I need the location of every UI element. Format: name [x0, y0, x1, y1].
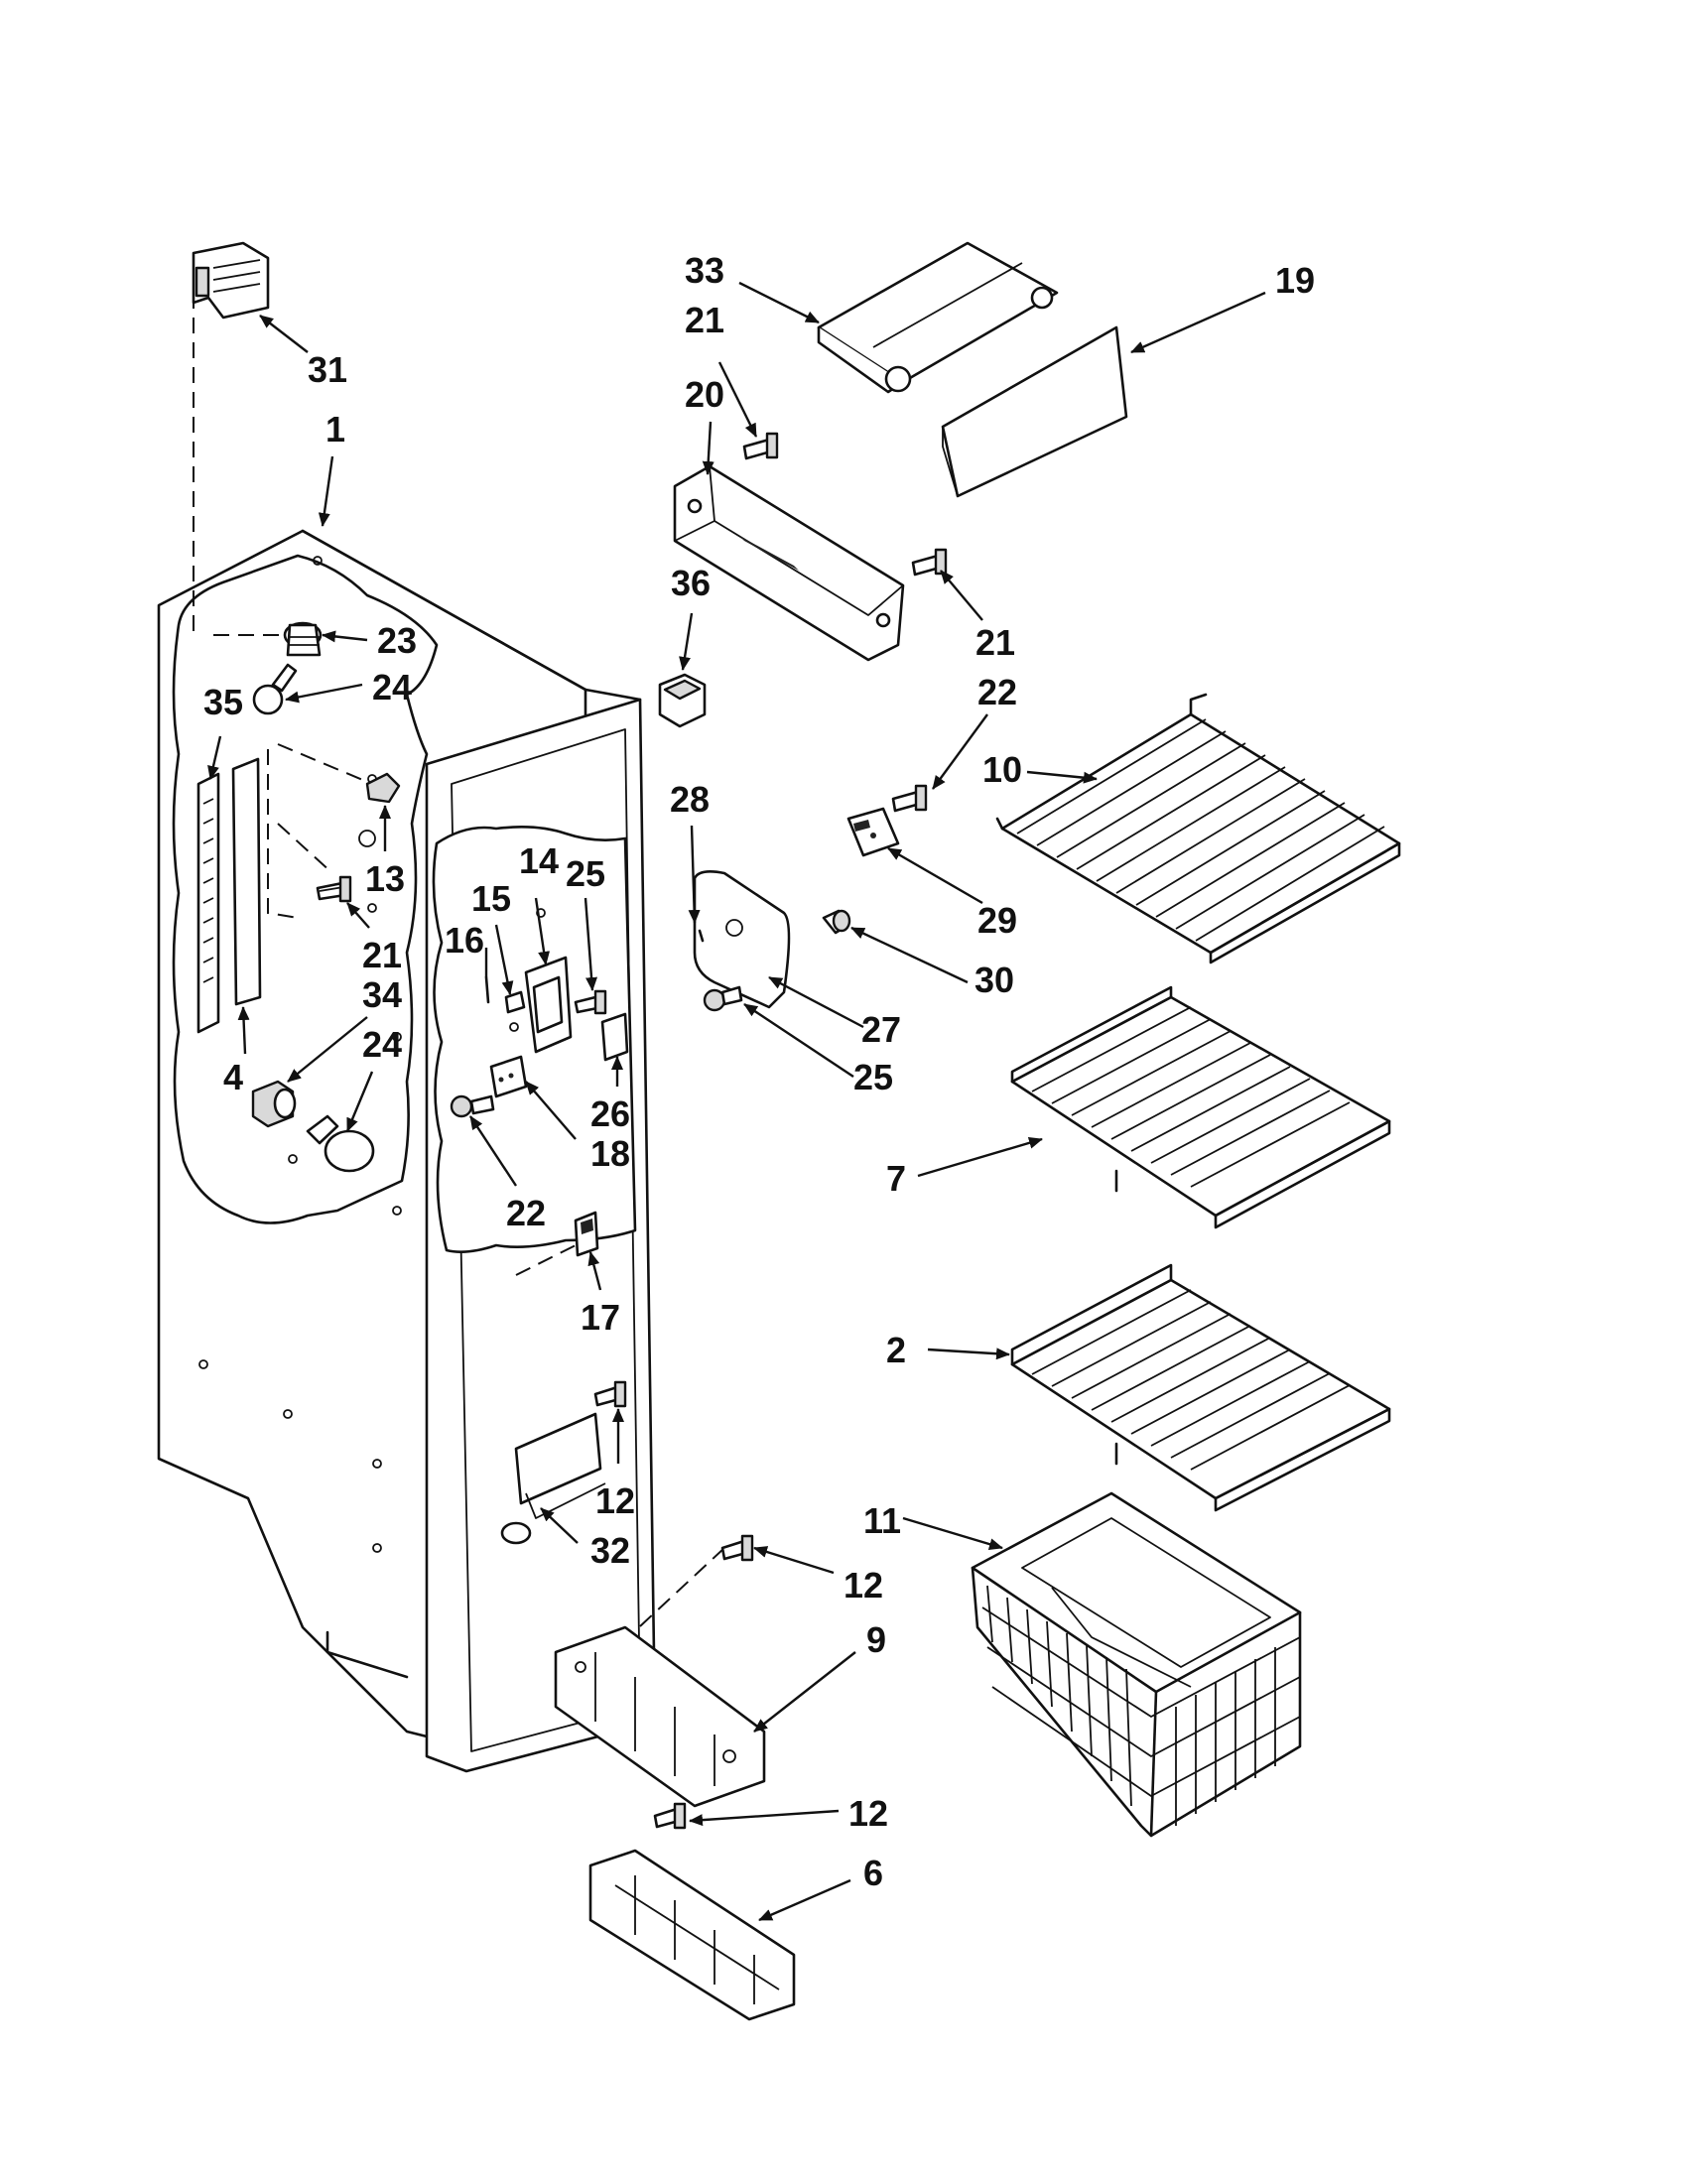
part-28-pin [698, 929, 705, 943]
part-22-screw-flange [450, 1094, 495, 1118]
callout-6: 6 [863, 1853, 883, 1893]
part-12-screw-bottom [653, 1802, 687, 1830]
callout-30: 30 [974, 960, 1014, 1000]
part-14-control-housing [524, 956, 573, 1054]
callout-16: 16 [445, 920, 484, 961]
callout-21: 21 [362, 935, 402, 975]
part-20-housing-bracket [673, 464, 905, 662]
part-15-switch-small [504, 990, 526, 1032]
callout-4: 4 [223, 1057, 243, 1097]
callout-34: 34 [362, 974, 402, 1015]
part-10-wire-shelf-top [995, 693, 1401, 964]
callout-12-bottom: 12 [848, 1793, 888, 1834]
callout-35: 35 [203, 682, 243, 722]
part-12-screw-flange [593, 1380, 627, 1408]
callout-19: 19 [1275, 260, 1315, 301]
part-31-vent-cap [192, 241, 270, 320]
callout-15: 15 [471, 878, 511, 919]
part-36-duct [658, 673, 707, 728]
part-2-wire-shelf-lower [1010, 1263, 1391, 1512]
callout-14: 14 [519, 840, 559, 881]
callout-7: 7 [886, 1158, 906, 1199]
part-27-damper-plate [693, 870, 791, 1009]
callout-18: 18 [590, 1133, 630, 1174]
leader-arrows [207, 281, 1266, 1922]
callout-12: 12 [595, 1480, 635, 1521]
part-26-bracket [600, 1012, 629, 1062]
part-16-wire [484, 975, 490, 1004]
callout-13: 13 [365, 858, 405, 899]
part-13-clip [358, 772, 401, 847]
callout-2: 2 [886, 1330, 906, 1370]
part-7-wire-shelf-middle [1010, 985, 1391, 1229]
callout-25-lower: 25 [853, 1057, 893, 1097]
callout-33: 33 [685, 250, 724, 291]
part-25-screw-lower [703, 985, 743, 1012]
callout-32: 32 [590, 1530, 630, 1571]
part-17-switch [574, 1211, 599, 1257]
part-21-screw-top [742, 432, 779, 460]
part-21-screw-left [316, 875, 352, 903]
callout-24: 24 [372, 667, 412, 707]
callout-1: 1 [325, 409, 345, 450]
callout-29: 29 [977, 900, 1017, 941]
callout-11: 11 [863, 1500, 901, 1541]
callout-31: 31 [308, 349, 347, 390]
part-19-light-shield [941, 325, 1128, 498]
part-35-side-strip [196, 772, 220, 1034]
part-30-knob [822, 909, 851, 935]
callout-10: 10 [982, 749, 1022, 790]
part-22-screw-board [891, 784, 928, 813]
callout-25: 25 [566, 853, 605, 894]
callout-20: 20 [685, 374, 724, 415]
part-9-kickplate-grille [554, 1625, 766, 1808]
callout-21-top: 21 [685, 300, 724, 340]
part-25-screw-upper [574, 989, 607, 1015]
callout-17: 17 [581, 1297, 620, 1338]
part-33-top-hinge-cover [817, 241, 1059, 394]
part-32-cover [500, 1412, 606, 1545]
callout-labels: 31 1 23 24 35 13 21 34 24 4 16 15 14 25 … [203, 250, 1315, 1893]
callout-24-lower: 24 [362, 1024, 402, 1065]
part-12-screw-grille [720, 1534, 754, 1562]
callout-36: 36 [671, 563, 711, 603]
part-23-light-socket [283, 621, 323, 657]
callout-21-right: 21 [975, 622, 1015, 663]
part-24-light-bulb-top [252, 663, 298, 715]
part-34-light-socket-lower [251, 1080, 297, 1128]
part-11-wire-basket [971, 1491, 1302, 1838]
callout-12-grille: 12 [844, 1565, 883, 1606]
callout-9: 9 [866, 1619, 886, 1660]
part-6-base-grille [588, 1849, 796, 2021]
callout-27: 27 [861, 1009, 901, 1050]
callout-22: 22 [506, 1193, 546, 1233]
part-4-trim-strip [231, 757, 262, 1006]
part-29-control-board [846, 807, 900, 857]
callout-22-board: 22 [977, 672, 1017, 712]
callout-26: 26 [590, 1093, 630, 1134]
callout-23: 23 [377, 620, 417, 661]
callout-28: 28 [670, 779, 710, 820]
